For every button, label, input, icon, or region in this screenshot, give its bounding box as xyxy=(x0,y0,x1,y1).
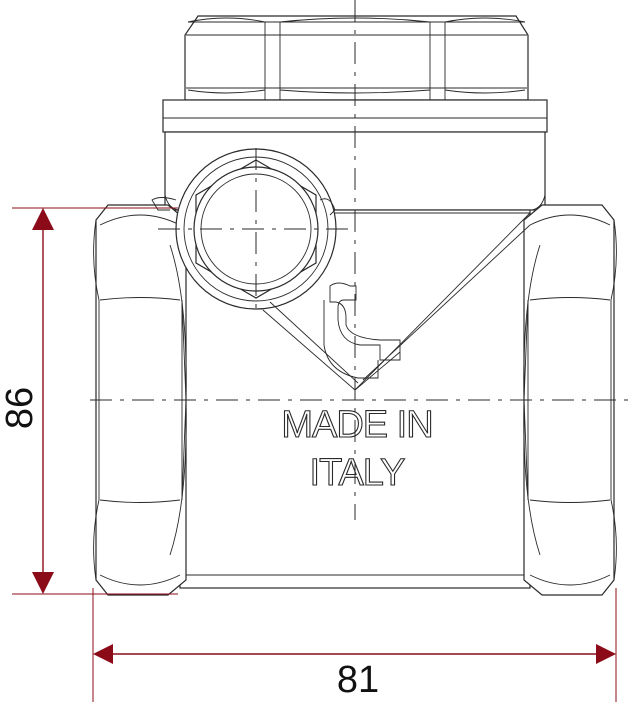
height-dimension: 86 xyxy=(0,207,178,595)
width-dimension: 81 xyxy=(92,588,617,702)
width-dimension-label: 81 xyxy=(337,659,379,701)
arrowhead-left xyxy=(93,644,113,664)
engraving-line-made-in: MADE IN xyxy=(281,404,432,446)
engraving: MADE IN ITALY xyxy=(281,403,434,494)
center-lines xyxy=(90,0,634,520)
arrowhead-right xyxy=(596,644,616,664)
hex-cap xyxy=(184,15,529,101)
arrowhead-up xyxy=(32,208,54,230)
height-dimension-label: 86 xyxy=(0,387,41,429)
port-boss xyxy=(151,148,337,310)
engraving-line-italy: ITALY xyxy=(310,452,406,494)
arrowhead-down xyxy=(32,572,54,594)
